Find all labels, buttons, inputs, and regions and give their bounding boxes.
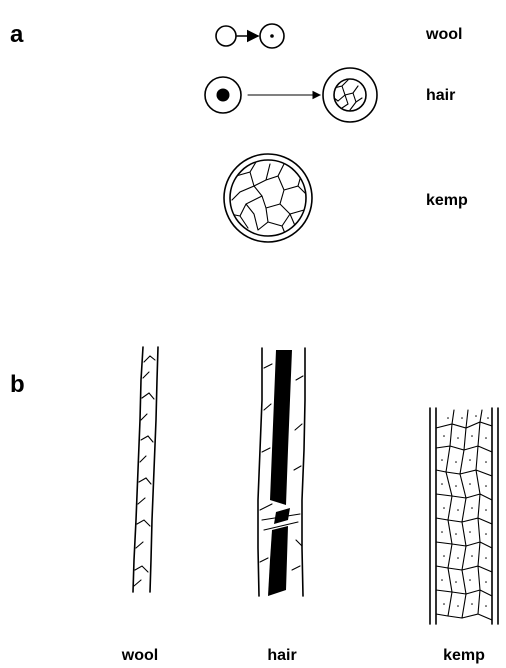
- column-label-hair: hair: [267, 647, 296, 664]
- wool-cross-section: [216, 24, 284, 48]
- row-label-kemp: kemp: [426, 192, 468, 209]
- row-label-hair: hair: [426, 87, 455, 104]
- row-label-wool: wool: [425, 26, 462, 43]
- panel-a-label: a: [10, 21, 24, 48]
- column-label-kemp: kemp: [443, 647, 485, 664]
- kemp-cross-section: [224, 154, 312, 242]
- hair-strand: [258, 348, 305, 596]
- kemp-strand: [430, 408, 498, 624]
- hair-cross-section: [205, 68, 377, 122]
- column-label-wool: wool: [121, 647, 158, 664]
- wool-strand: [133, 347, 158, 592]
- panel-b-label: b: [10, 371, 25, 398]
